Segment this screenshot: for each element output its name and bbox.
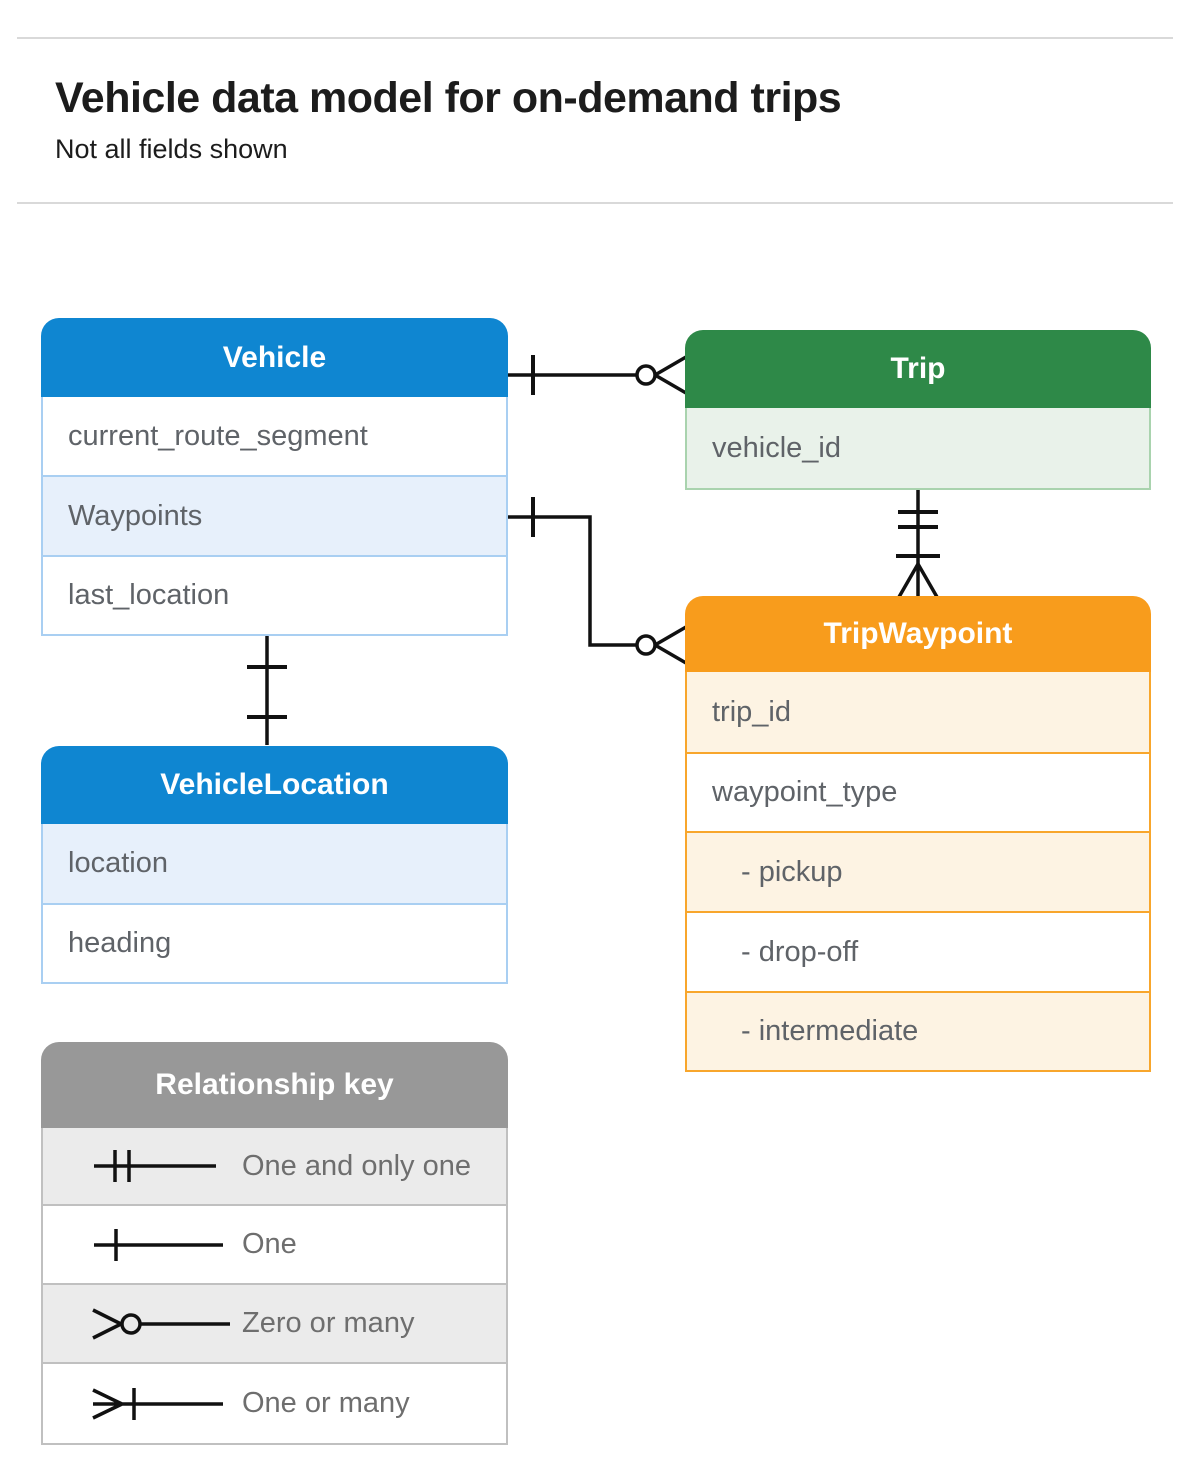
zero-or-many-symbol [92,1307,230,1340]
relationship-key: Relationship key One and only one One [41,1042,508,1445]
field-label: Waypoints [68,499,203,532]
entity-table-vehiclelocation: VehicleLocation location heading [41,746,508,984]
field-label: trip_id [712,695,791,728]
field-label: vehicle_id [712,431,841,464]
field-row-location: location [43,824,506,903]
entity-header-vehiclelocation: VehicleLocation [41,746,508,824]
entity-body-vehiclelocation: location heading [41,824,508,984]
field-label: - drop-off [741,935,859,968]
entity-header-trip: Trip [685,330,1151,408]
connector-vehicle-vehiclelocation [247,636,287,745]
page-subtitle: Not all fields shown [55,134,288,164]
legend-label: Zero or many [242,1307,415,1339]
field-row-trip-id: trip_id [687,672,1149,752]
entity-table-tripwaypoint: TripWaypoint trip_id waypoint_type - pic… [685,596,1151,1072]
entity-body-trip: vehicle_id [685,408,1151,490]
entity-header-tripwaypoint: TripWaypoint [685,596,1151,672]
field-row-waypoints: Waypoints [43,475,506,555]
entity-header-vehicle: Vehicle [41,318,508,397]
connector-vehicle-trip [508,355,687,395]
legend-row-one-or-many: One or many [43,1362,506,1443]
one-and-only-one-symbol [94,1150,216,1182]
entity-body-tripwaypoint: trip_id waypoint_type - pickup - drop-of… [685,672,1151,1072]
field-row-pickup: - pickup [687,831,1149,911]
relationship-key-header: Relationship key [41,1042,508,1128]
field-label: heading [68,927,172,959]
field-label: current_route_segment [68,419,368,452]
page-title: Vehicle data model for on-demand trips [55,74,842,122]
legend-row-one-and-only-one: One and only one [43,1128,506,1204]
legend-row-zero-or-many: Zero or many [43,1283,506,1362]
legend-label: One or many [242,1387,410,1419]
legend-row-one: One [43,1204,506,1283]
entity-table-vehicle: Vehicle current_route_segment Waypoints … [41,318,508,636]
field-row-vehicle-id: vehicle_id [687,408,1149,488]
field-label: location [68,847,168,879]
field-label: - pickup [741,855,843,888]
field-row-drop-off: - drop-off [687,911,1149,991]
one-or-many-symbol [92,1387,223,1420]
relationship-key-body: One and only one One Zero or many [41,1128,508,1445]
field-row-waypoint-type: waypoint_type [687,752,1149,831]
entity-body-vehicle: current_route_segment Waypoints last_loc… [41,397,508,636]
field-label: - intermediate [741,1015,919,1047]
field-row-last-location: last_location [43,555,506,634]
field-row-current-route-segment: current_route_segment [43,397,506,475]
connector-trip-tripwaypoint [896,489,940,598]
one-symbol [94,1228,223,1261]
legend-label: One [242,1228,297,1260]
field-row-heading: heading [43,903,506,982]
legend-label: One and only one [242,1149,471,1182]
entity-table-trip: Trip vehicle_id [685,330,1151,490]
field-label: last_location [68,579,230,611]
bottom-divider [17,202,1173,204]
connector-waypoints-tripwaypoint [508,497,687,665]
field-row-intermediate: - intermediate [687,991,1149,1070]
field-label: waypoint_type [712,776,898,808]
top-divider [17,37,1173,39]
